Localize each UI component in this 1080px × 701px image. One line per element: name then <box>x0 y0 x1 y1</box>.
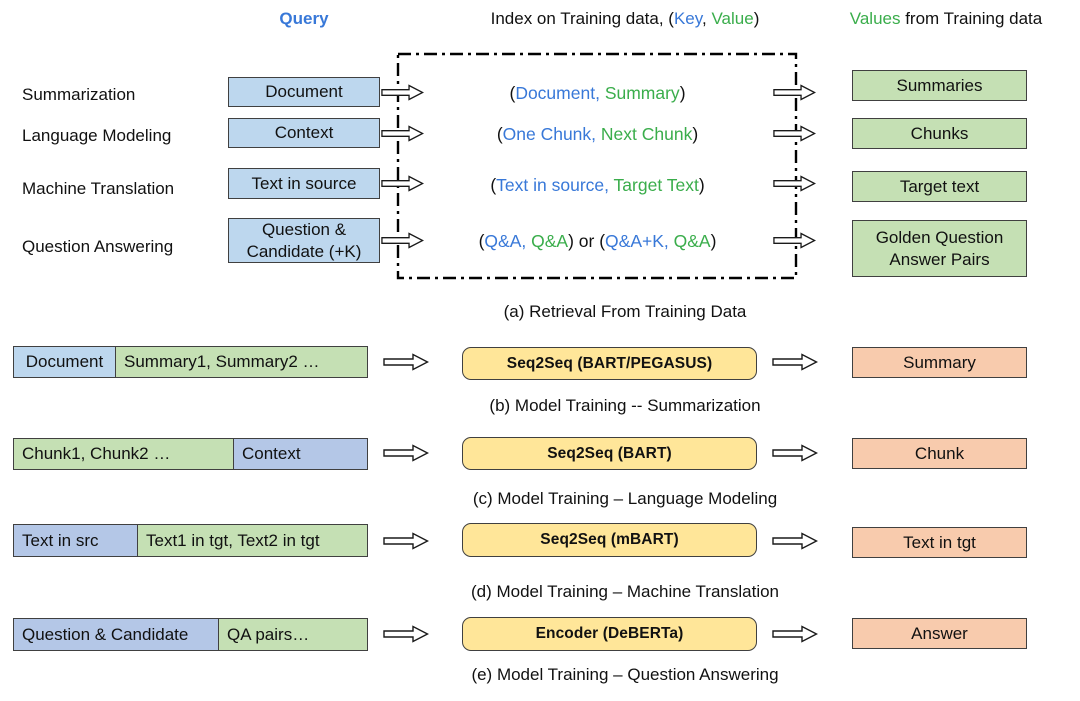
input-value-segment: Summary1, Summary2 … <box>116 347 367 377</box>
arrow-right-icon <box>773 84 816 101</box>
input-value-segment: Text1 in tgt, Text2 in tgt <box>138 525 367 556</box>
pair-value: Target Text <box>613 175 699 195</box>
task-label-machine-translation: Machine Translation <box>22 179 175 198</box>
arrow-right-icon <box>773 175 816 192</box>
arrow-right-icon <box>381 84 424 101</box>
arrow-right-icon <box>381 125 424 142</box>
query-box-question-candidate: Question & Candidate (+K) <box>228 218 380 263</box>
column-header-query: Query <box>279 9 329 28</box>
pair-key: Text in source, <box>496 175 609 195</box>
query-box-line1: Question & <box>261 219 347 239</box>
values-box-golden-qa-pairs: Golden Question Answer Pairs <box>852 220 1027 277</box>
arrow-right-icon <box>772 532 818 550</box>
paren-close: ) <box>679 83 686 103</box>
pair-value: Next Chunk <box>600 124 693 144</box>
index-header-suffix: ) <box>753 9 760 28</box>
paren-open: ( <box>509 83 516 103</box>
paren-open: ( <box>496 124 503 144</box>
index-header-value: Value <box>711 9 754 28</box>
query-box-text-in-source: Text in source <box>228 168 380 199</box>
paren-close: ) <box>698 175 705 195</box>
values-box-chunks: Chunks <box>852 118 1027 149</box>
index-header-key: Key <box>673 9 703 28</box>
arrow-right-icon <box>381 175 424 192</box>
query-box-document: Document <box>228 77 380 107</box>
values-box-target-text: Target text <box>852 171 1027 202</box>
pair-key: Q&A, <box>484 231 527 251</box>
output-box-answer: Answer <box>852 618 1027 649</box>
caption-training-machine-translation: (d) Model Training – Machine Translation <box>470 582 780 601</box>
query-box-context: Context <box>228 118 380 148</box>
pair-key: Document, <box>515 83 600 103</box>
output-box-chunk: Chunk <box>852 438 1027 469</box>
index-header-separator: , <box>702 9 712 28</box>
caption-training-summarization: (b) Model Training -- Summarization <box>489 396 761 415</box>
query-box-line2: Candidate (+K) <box>246 241 362 261</box>
pair-machine-translation: (Text in source, Target Text) <box>415 174 780 196</box>
output-box-summary: Summary <box>852 347 1027 378</box>
arrow-right-icon <box>772 444 818 462</box>
input-value-segment: QA pairs… <box>219 619 367 650</box>
paren-open: ( <box>478 231 485 251</box>
caption-training-question-answering: (e) Model Training – Question Answering <box>471 665 779 684</box>
model-box-seq2seq-mbart: Seq2Seq (mBART) <box>462 523 757 557</box>
arrow-right-icon <box>773 232 816 249</box>
input-key-segment: Text in src <box>14 525 138 556</box>
arrow-right-icon <box>772 353 818 371</box>
paren-close: ) <box>710 231 717 251</box>
input-key-segment: Document <box>14 347 116 377</box>
pair-value: Q&A <box>531 231 569 251</box>
arrow-right-icon <box>383 444 429 462</box>
index-header-prefix: Index on Training data, ( <box>490 9 674 28</box>
arrow-right-icon <box>383 353 429 371</box>
paren-open: ( <box>490 175 497 195</box>
task-label-summarization: Summarization <box>22 85 136 104</box>
arrow-right-icon <box>381 232 424 249</box>
paren-close: ) <box>692 124 699 144</box>
training-input-language-modeling: Chunk1, Chunk2 … Context <box>13 438 368 470</box>
caption-retrieval: (a) Retrieval From Training Data <box>503 302 747 321</box>
caption-training-language-modeling: (c) Model Training – Language Modeling <box>472 489 778 508</box>
model-box-encoder-deberta: Encoder (DeBERTa) <box>462 617 757 651</box>
arrow-right-icon <box>383 532 429 550</box>
training-input-question-answering: Question & Candidate QA pairs… <box>13 618 368 651</box>
column-header-values: Values from Training data <box>822 8 1070 30</box>
arrow-right-icon <box>772 625 818 643</box>
model-box-seq2seq-bart-pegasus: Seq2Seq (BART/PEGASUS) <box>462 347 757 380</box>
task-label-language-modeling: Language Modeling <box>22 126 172 145</box>
pair-key-2: Q&A+K, <box>605 231 669 251</box>
values-header-word: Values <box>849 9 901 28</box>
values-header-rest: from Training data <box>900 9 1043 28</box>
task-label-question-answering: Question Answering <box>22 237 174 256</box>
input-value-segment: Chunk1, Chunk2 … <box>14 439 234 469</box>
pair-value: Summary <box>604 83 680 103</box>
pair-value-2: Q&A <box>673 231 711 251</box>
pair-language-modeling: (One Chunk, Next Chunk) <box>415 123 780 145</box>
input-key-segment: Context <box>234 439 367 469</box>
paren-or: ) or ( <box>568 231 606 251</box>
values-box-line1: Golden Question <box>875 227 1004 247</box>
input-key-segment: Question & Candidate <box>14 619 219 650</box>
arrow-right-icon <box>773 125 816 142</box>
arrow-right-icon <box>383 625 429 643</box>
training-input-machine-translation: Text in src Text1 in tgt, Text2 in tgt <box>13 524 368 557</box>
values-box-line2: Answer Pairs <box>889 249 990 269</box>
model-box-seq2seq-bart: Seq2Seq (BART) <box>462 437 757 470</box>
pair-key: One Chunk, <box>502 124 597 144</box>
column-header-index: Index on Training data, (Key, Value) <box>415 8 835 30</box>
pair-question-answering: (Q&A, Q&A) or (Q&A+K, Q&A) <box>415 230 780 252</box>
output-box-text-in-tgt: Text in tgt <box>852 527 1027 558</box>
training-input-summarization: Document Summary1, Summary2 … <box>13 346 368 378</box>
values-box-summaries: Summaries <box>852 70 1027 101</box>
pair-summarization: (Document, Summary) <box>415 82 780 104</box>
